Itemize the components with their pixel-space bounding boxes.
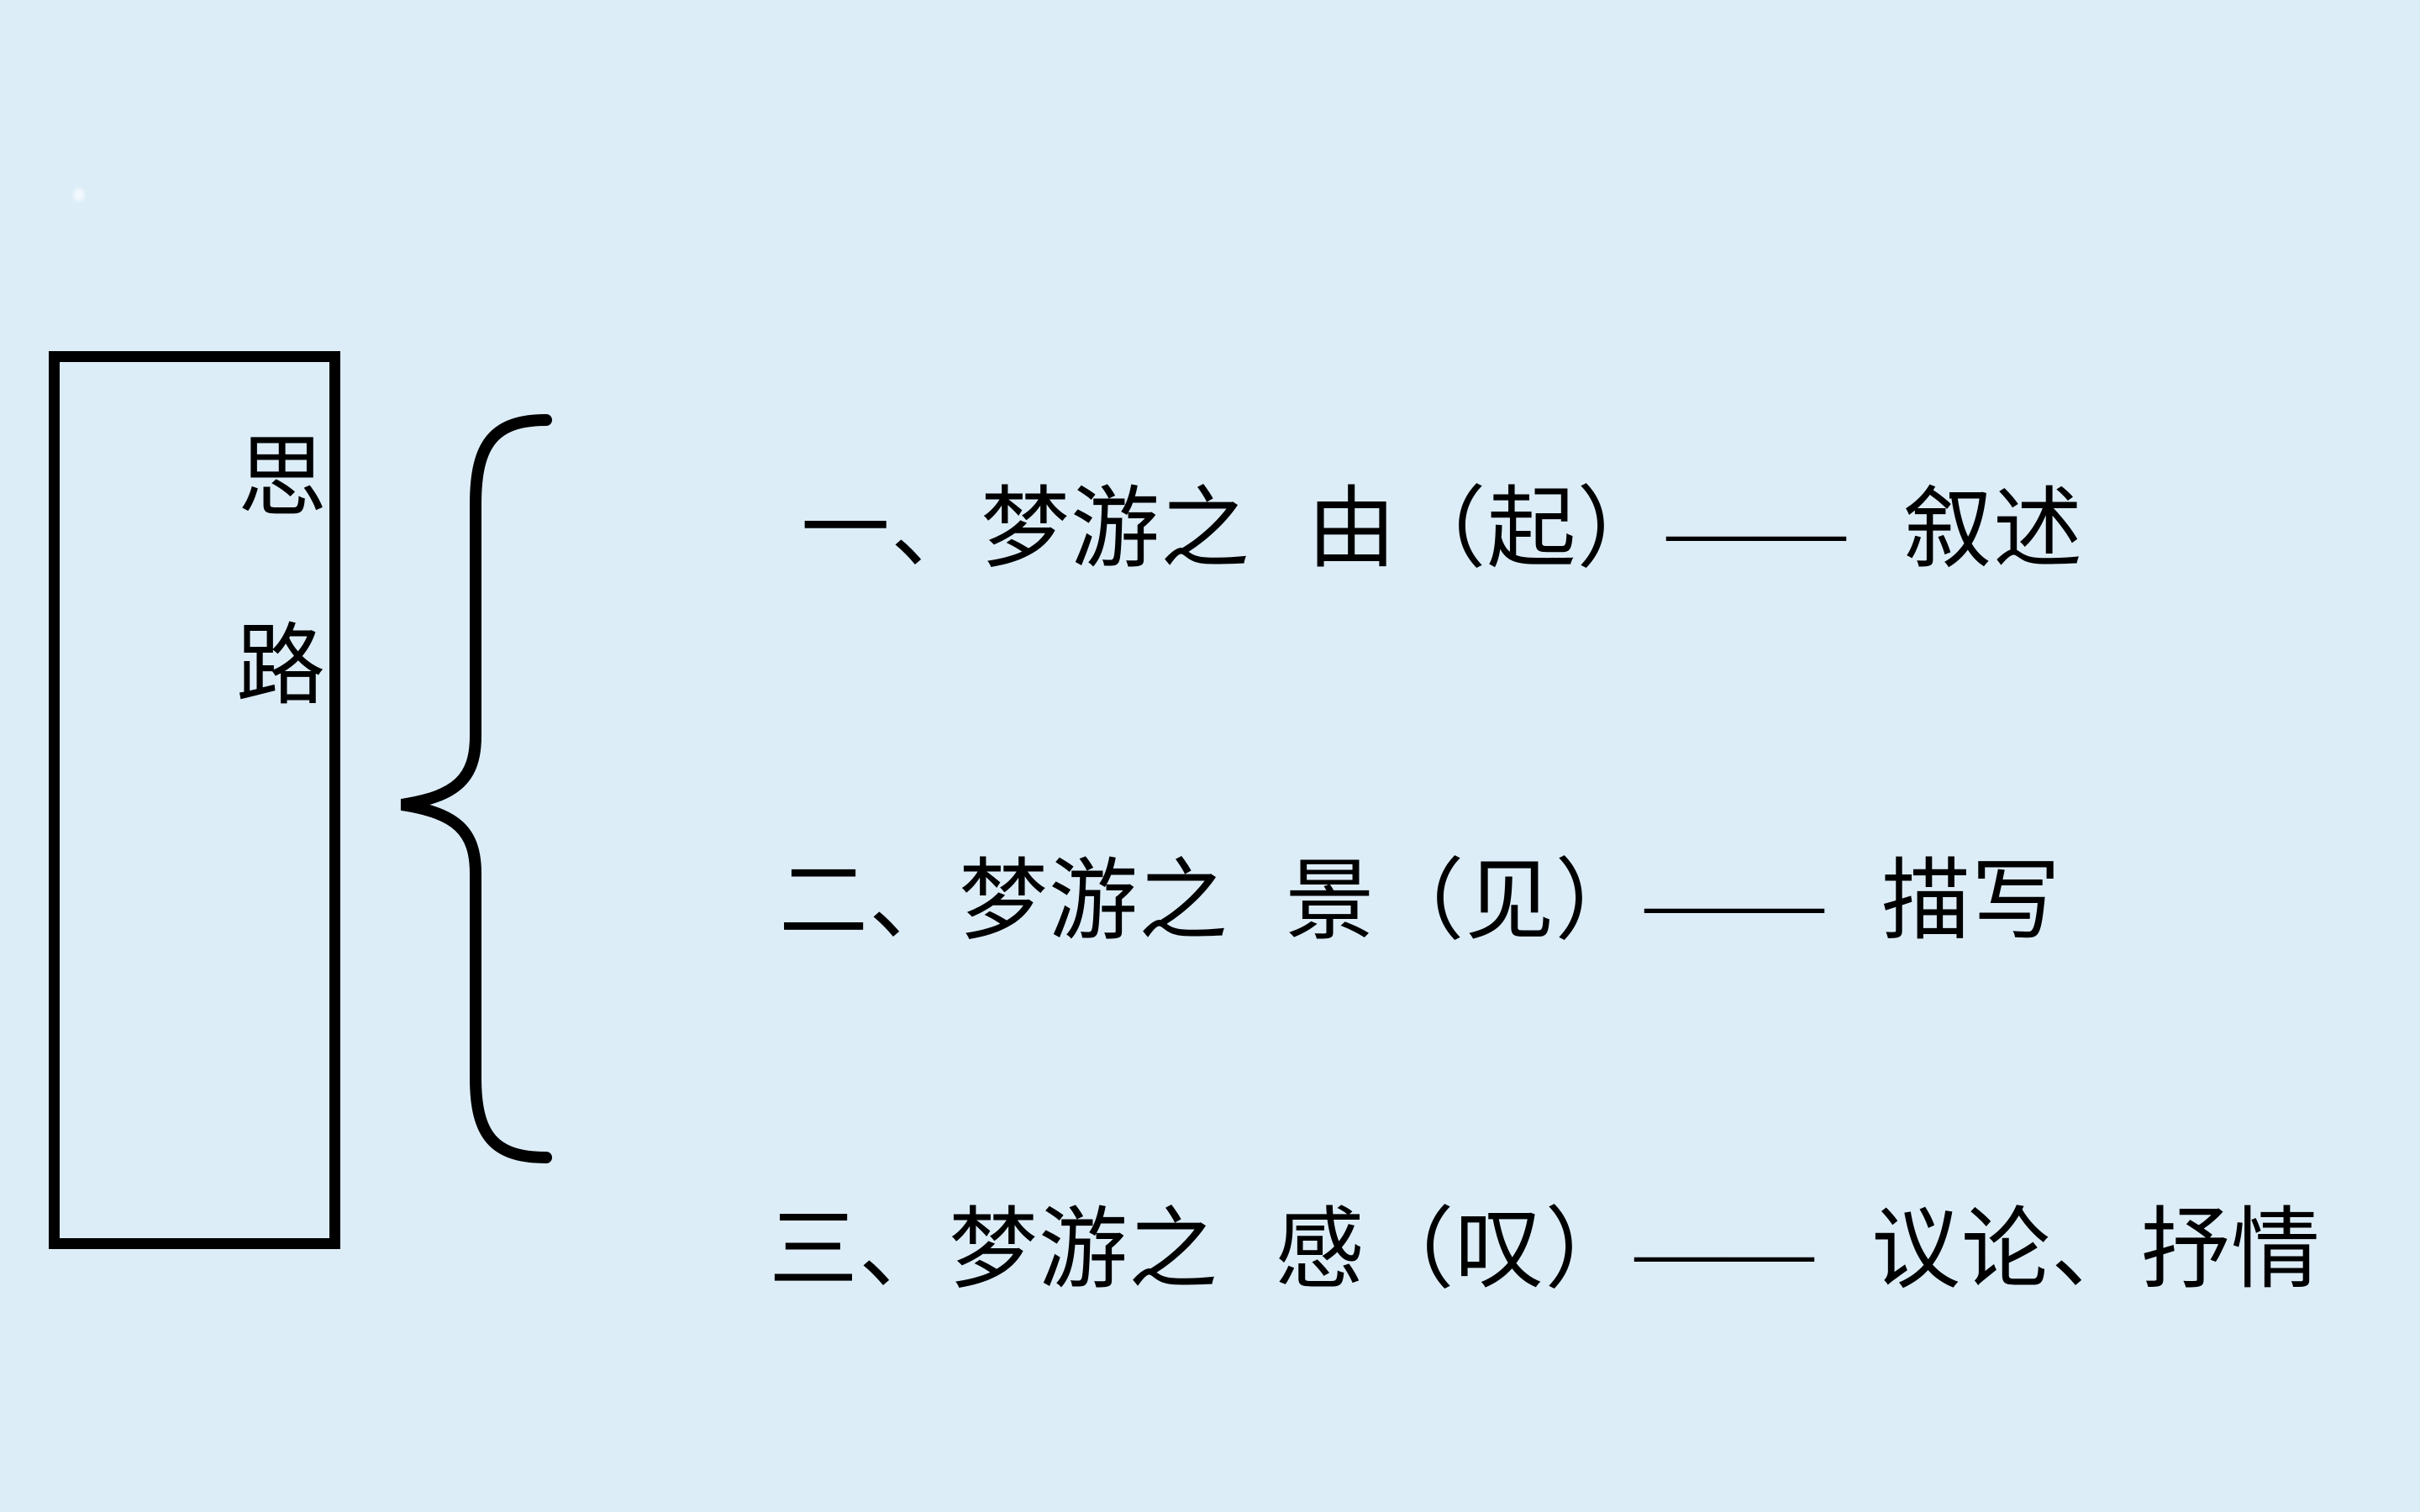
speck-artifact xyxy=(74,188,84,202)
outline-box: 思 路 xyxy=(49,351,340,1249)
outline-item-3: 三、梦游之 感（叹）—— 议论、抒情 xyxy=(542,1093,2321,1408)
outline-box-label-char-2: 路 xyxy=(236,617,325,716)
outline-item-2-text: 二、梦游之 景（见）—— 描写 xyxy=(779,853,2061,952)
left-curly-brace-icon xyxy=(400,414,552,1163)
outline-box-label-char-1: 思 xyxy=(238,429,327,528)
outline-item-3-text: 三、梦游之 感（叹）—— 议论、抒情 xyxy=(769,1201,2321,1300)
left-curly-brace-path xyxy=(400,414,552,1163)
outline-item-2: 二、梦游之 景（见）—— 描写 xyxy=(552,744,2061,1059)
outline-item-1: 一、梦游之 由（起）—— 叙述 xyxy=(574,372,2083,687)
outline-item-1-text: 一、梦游之 由（起）—— 叙述 xyxy=(801,480,2083,580)
